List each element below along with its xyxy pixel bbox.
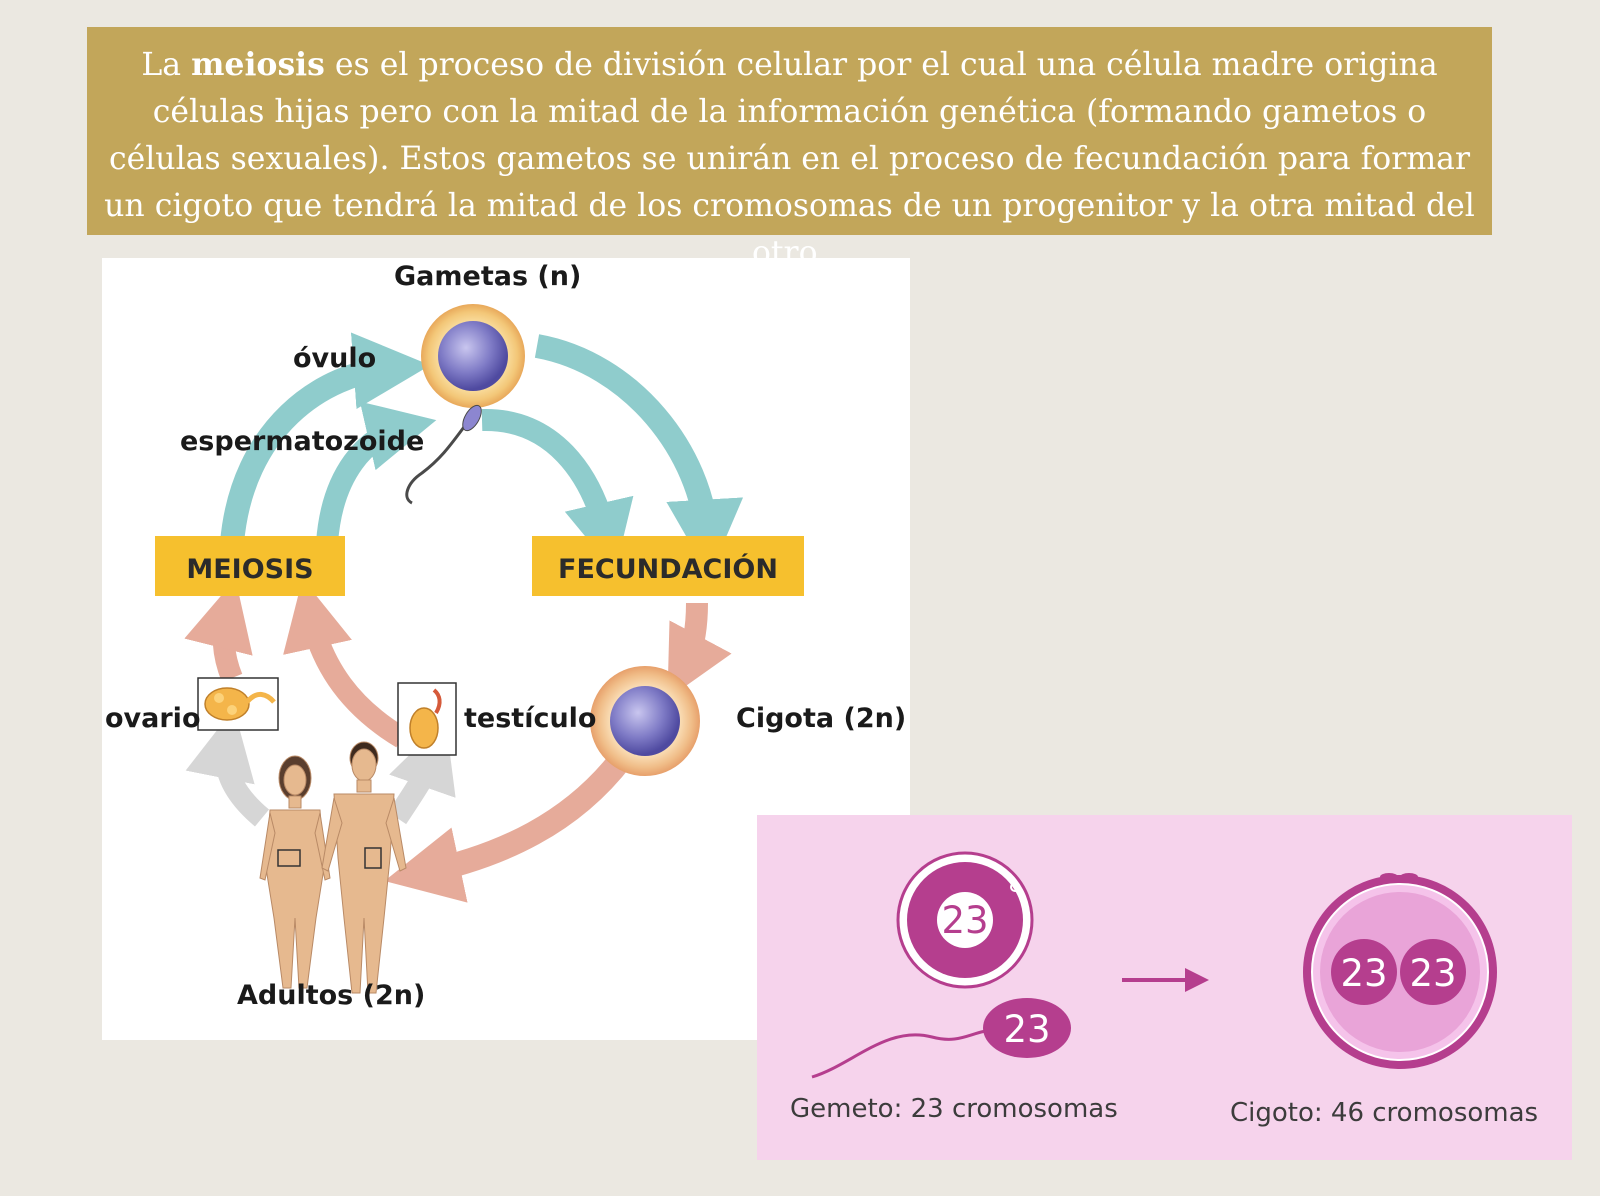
zygote-label: Cigota (2n)	[736, 703, 906, 734]
zygote-caption: Cigoto: 46 cromosomas	[1230, 1098, 1538, 1128]
zygote-chromosome-count-a: 23	[1340, 952, 1387, 995]
ovum-label: óvulo	[293, 343, 376, 374]
ovum-chromosome-count: 23	[941, 899, 988, 942]
fertilization-to-zygote-arrow	[667, 602, 732, 700]
testicle-to-meiosis-arrow	[283, 578, 408, 748]
zygote-cell-icon	[590, 666, 700, 776]
testicle-icon	[397, 682, 457, 756]
zygote-to-adults-arrow	[384, 750, 632, 903]
intro-text-banner: La meiosis es el proceso de división cel…	[87, 27, 1492, 271]
sperm-label: espermatozoide	[180, 426, 424, 457]
adults-label: Adultos (2n)	[237, 980, 425, 1011]
ovum-cell-icon	[421, 304, 525, 408]
woman-to-ovary-arrow	[185, 708, 270, 827]
meiosis-label: MEIOSIS	[186, 554, 313, 585]
ovum-chromosome-icon	[896, 851, 1034, 989]
ovary-icon	[197, 677, 279, 731]
gamete-caption: Gemeto: 23 cromosomas	[790, 1094, 1118, 1124]
man-to-testicle-arrow	[387, 719, 456, 825]
ovary-to-meiosis-arrow	[184, 578, 253, 683]
outer-fertilization-arrow	[534, 334, 744, 577]
fertilization-box	[532, 536, 804, 596]
adult-man-figure	[321, 741, 407, 994]
gametes-label: Gametas (n)	[394, 261, 581, 292]
arrow-right-icon	[1122, 968, 1209, 992]
sperm-chromosome-icon	[811, 998, 1071, 1079]
intro-text-start: La	[141, 47, 192, 83]
meiosis-term: meiosis	[191, 46, 325, 83]
inner-fertilization-arrow	[481, 408, 634, 573]
zygote-chromosome-count-b: 23	[1409, 952, 1456, 995]
meiosis-box	[155, 536, 345, 596]
testicle-label: testículo	[464, 703, 596, 734]
ovary-label: ovario	[105, 703, 201, 734]
sperm-chromosome-count: 23	[1003, 1008, 1050, 1051]
life-cycle-diagram: Gametas (n) óvulo espermatozoide MEIOSIS…	[102, 258, 910, 1040]
zygote-chromosome-icon	[1303, 873, 1497, 1069]
inner-meiosis-arrow	[316, 401, 437, 544]
fertilization-label: FECUNDACIÓN	[558, 553, 778, 585]
intro-text-rest: es el proceso de división celular por el…	[104, 47, 1475, 271]
outer-meiosis-arrow	[220, 332, 431, 545]
chromosome-count-diagram: 23 23 23 23 Gemeto: 23 cromosomas Cigoto…	[757, 815, 1572, 1160]
adult-woman-figure	[259, 755, 331, 989]
sperm-icon	[405, 404, 482, 505]
